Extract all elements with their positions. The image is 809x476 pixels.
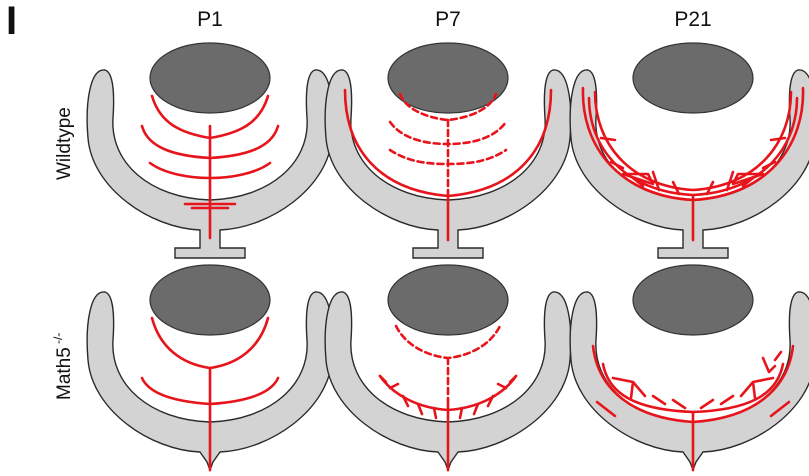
eye-wildtype-p7 (325, 43, 571, 258)
eye-wildtype-p1 (87, 43, 333, 258)
row-label-wildtype: Wildtype (54, 107, 75, 180)
row-label-math5-text: Math5 (54, 347, 75, 400)
column-label-p1: P1 (197, 8, 223, 31)
lens (633, 43, 753, 113)
lens (150, 265, 270, 335)
column-label-p21: P21 (674, 8, 711, 31)
eye-wildtype-p21 (570, 43, 809, 258)
lens (633, 265, 753, 335)
lens (150, 43, 270, 113)
panel-letter: I (6, 0, 17, 43)
eye-math5-p21 (570, 265, 809, 470)
eye-math5-p7 (325, 265, 571, 470)
vasculature-p7-math5 (380, 326, 516, 470)
row-label-math5: Math5 -/- (51, 333, 75, 400)
row-label-math5-superscript: -/- (51, 333, 65, 344)
column-label-p7: P7 (435, 8, 461, 31)
lens (388, 265, 508, 335)
vasculature-p1-math5 (142, 318, 278, 470)
eye-math5-p1 (87, 265, 333, 470)
